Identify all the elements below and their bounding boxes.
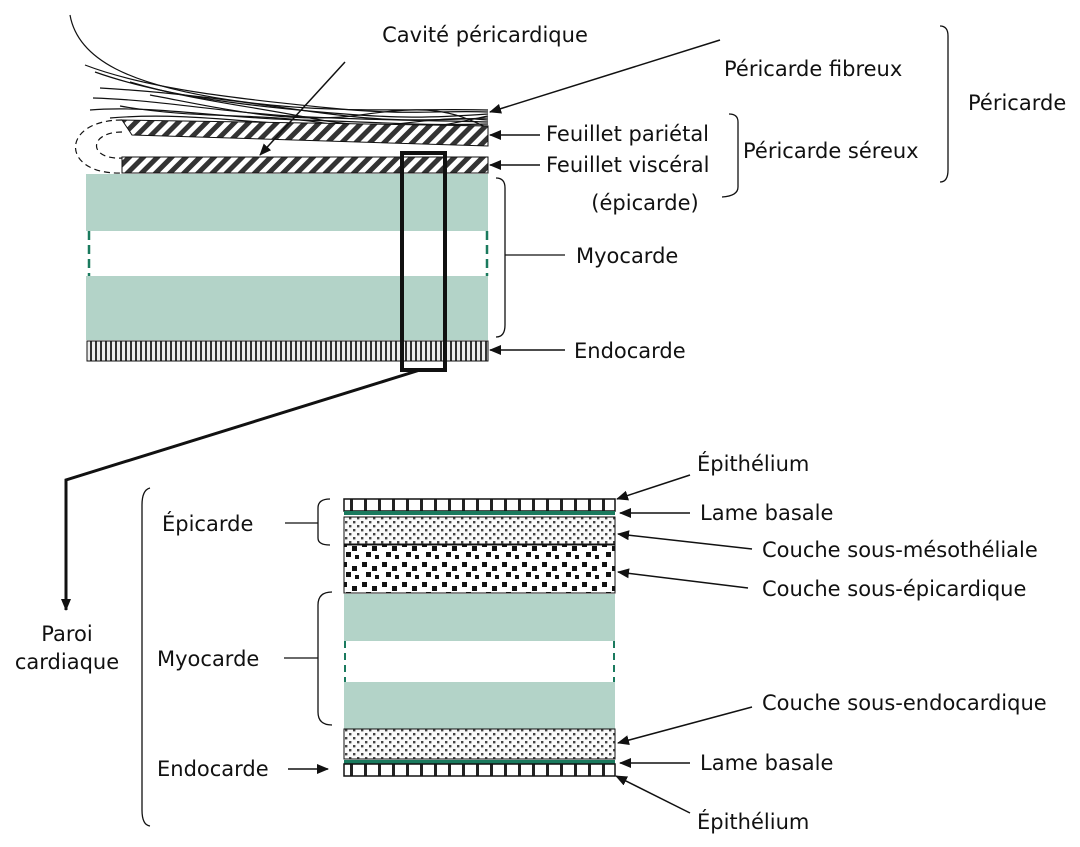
zoom-frame xyxy=(400,151,447,372)
brace-myocarde-detail xyxy=(284,591,333,726)
bottom-section: Paroi cardiaque Épicarde Myocarde Endoca… xyxy=(15,451,1047,834)
pointer-fibreux xyxy=(489,39,721,114)
label-cavite: Cavité péricardique xyxy=(382,23,588,47)
label-paroi-2: cardiaque xyxy=(15,650,119,674)
pointer-cavite xyxy=(259,61,346,156)
brace-pericarde-sereux xyxy=(721,113,739,198)
subepicardial-layer xyxy=(343,544,616,594)
label-sous-epicardique: Couche sous-épicardique xyxy=(762,577,1026,601)
label-paroi-1: Paroi xyxy=(41,622,92,646)
endocardium-layer xyxy=(86,340,489,362)
hidden-spacer xyxy=(490,352,565,372)
label-feuillet-visceral: Feuillet viscéral xyxy=(546,153,710,177)
label-sous-mesotheliale: Couche sous-mésothéliale xyxy=(762,538,1038,562)
basal-lamina-top xyxy=(344,511,615,515)
label-lame-basale-top: Lame basale xyxy=(700,501,833,525)
pointer-sous-meso xyxy=(617,530,753,550)
parietal-layer xyxy=(121,119,489,147)
label-endocarde-detail: Endocarde xyxy=(157,757,269,781)
pointer-sous-endo xyxy=(617,706,753,745)
label-endocarde: Endocarde xyxy=(574,339,686,363)
label-myocarde: Myocarde xyxy=(576,244,678,268)
label-epithelium-top: Épithélium xyxy=(697,451,809,476)
epithelium-bottom-layer xyxy=(343,763,616,777)
epithelium-top-layer xyxy=(343,498,616,512)
pointer-epithelium-top xyxy=(616,474,691,501)
visceral-layer xyxy=(121,156,489,174)
myocardium-upper xyxy=(86,174,488,231)
label-sous-endocardique: Couche sous-endocardique xyxy=(762,691,1047,715)
myocardium-upper-detail xyxy=(344,594,615,641)
brace-paroi xyxy=(141,487,151,827)
label-pericarde: Péricarde xyxy=(968,91,1066,115)
label-feuillet-parietal: Feuillet pariétal xyxy=(546,122,709,146)
basal-lamina-bottom xyxy=(344,760,615,764)
zoom-connector xyxy=(61,368,421,611)
myocardium-lower xyxy=(86,276,488,340)
label-pericarde-sereux: Péricarde séreux xyxy=(743,139,919,163)
label-pericarde-fibreux: Péricarde fibreux xyxy=(724,57,902,81)
subendocardial-layer xyxy=(343,728,616,760)
label-lame-basale-bottom: Lame basale xyxy=(700,751,833,775)
brace-myocarde xyxy=(495,177,565,338)
brace-pericarde xyxy=(939,25,949,183)
label-epithelium-bottom: Épithélium xyxy=(697,809,809,834)
label-epicarde-detail: Épicarde xyxy=(162,511,253,536)
pointer-epithelium-bottom xyxy=(615,775,691,814)
submesothelial-layer xyxy=(343,516,616,545)
top-section: Cavité péricardique Péricarde fibreux Fe… xyxy=(61,14,1066,611)
pointer-sous-epi xyxy=(617,568,749,589)
label-myocarde-detail: Myocarde xyxy=(157,647,259,671)
pericardial-reflection xyxy=(74,119,123,174)
brace-epicarde xyxy=(285,498,331,546)
myocardium-lower-detail xyxy=(344,682,615,729)
label-epicarde-paren: (épicarde) xyxy=(591,191,698,215)
